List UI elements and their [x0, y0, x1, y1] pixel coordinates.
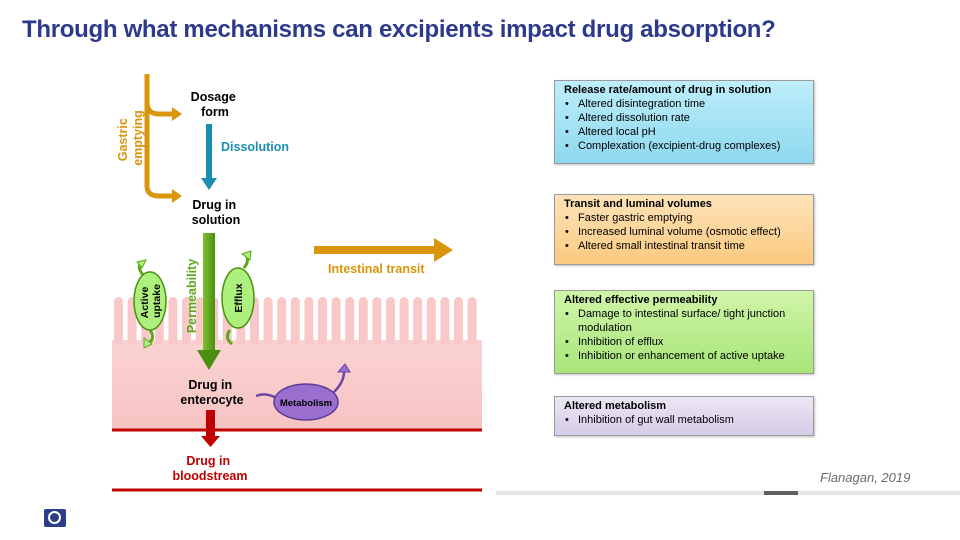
- villus: [413, 297, 423, 344]
- permeability-arrow: [197, 233, 221, 370]
- villus: [467, 297, 477, 344]
- gastric-emptying-arrow: [144, 74, 172, 199]
- villus: [331, 297, 341, 344]
- villus: [318, 297, 327, 344]
- active-uptake-transporter: [133, 259, 167, 349]
- citation: Flanagan, 2019: [820, 470, 911, 485]
- bloodstream-arrow: [201, 410, 220, 447]
- release-rate-box: Release rate/amount of drug in solution …: [554, 80, 814, 164]
- efflux-label: Efflux: [233, 283, 245, 312]
- villus: [290, 297, 300, 344]
- footer-bar: [496, 491, 960, 495]
- villus: [182, 297, 191, 344]
- villus: [277, 297, 287, 344]
- efflux-transporter: [221, 250, 255, 346]
- permeability-label: Permeability: [185, 259, 199, 333]
- villus: [168, 297, 178, 344]
- dosage-form-label: Dosage form: [191, 90, 240, 119]
- box-heading: Transit and luminal volumes: [564, 198, 712, 210]
- villus: [304, 297, 314, 344]
- gastric-emptying-label: Gastric emptying: [116, 110, 145, 166]
- metabolism-box: Altered metabolism Inhibition of gut wal…: [554, 396, 814, 436]
- villus: [386, 297, 395, 344]
- list-item: Inhibition of efflux: [564, 335, 807, 349]
- villus: [454, 297, 463, 344]
- permeability-box: Altered effective permeability Damage to…: [554, 290, 814, 374]
- metabolism-enzyme: [255, 363, 351, 421]
- ucb-logo: [44, 509, 66, 527]
- list-item: Altered disintegration time: [564, 97, 807, 111]
- villus: [372, 297, 382, 344]
- metabolism-label: Metabolism: [280, 398, 332, 409]
- list-item: Increased luminal volume (osmotic effect…: [564, 225, 807, 239]
- box-heading: Altered effective permeability: [564, 294, 718, 306]
- villus: [426, 297, 436, 344]
- footer-bar-accent: [764, 491, 798, 495]
- villus: [114, 297, 123, 344]
- list-item: Inhibition of gut wall metabolism: [564, 413, 807, 427]
- gastric-arrowhead-bottom: [172, 189, 182, 203]
- villus: [263, 297, 273, 344]
- drug-in-enterocyte-label: Drug in enterocyte: [180, 378, 243, 407]
- list-item: Complexation (excipient-drug complexes): [564, 139, 807, 153]
- drug-in-bloodstream-label: Drug in bloodstream: [172, 454, 247, 483]
- slide-title: Through what mechanisms can excipients i…: [22, 16, 776, 43]
- intestinal-transit-arrow: [314, 238, 453, 262]
- villus: [440, 297, 450, 344]
- list-item: Altered small intestinal transit time: [564, 239, 807, 253]
- drug-in-solution-label: Drug in solution: [192, 198, 241, 227]
- villus: [345, 297, 355, 344]
- villus: [195, 297, 205, 344]
- list-item: Inhibition or enhancement of active upta…: [564, 349, 807, 363]
- transit-volumes-box: Transit and luminal volumes Faster gastr…: [554, 194, 814, 265]
- dissolution-label: Dissolution: [221, 140, 289, 154]
- villus: [358, 297, 368, 344]
- list-item: Altered local pH: [564, 125, 807, 139]
- intestinal-transit-label: Intestinal transit: [328, 262, 425, 276]
- gastric-arrowhead-top: [172, 107, 182, 121]
- list-item: Altered dissolution rate: [564, 111, 807, 125]
- active-uptake-label: Active uptake: [139, 284, 163, 318]
- box-heading: Release rate/amount of drug in solution: [564, 84, 772, 96]
- box-heading: Altered metabolism: [564, 400, 667, 412]
- villus: [399, 297, 409, 344]
- list-item: Damage to intestinal surface/ tight junc…: [564, 307, 807, 335]
- dissolution-arrow: [201, 124, 217, 190]
- list-item: Faster gastric emptying: [564, 211, 807, 225]
